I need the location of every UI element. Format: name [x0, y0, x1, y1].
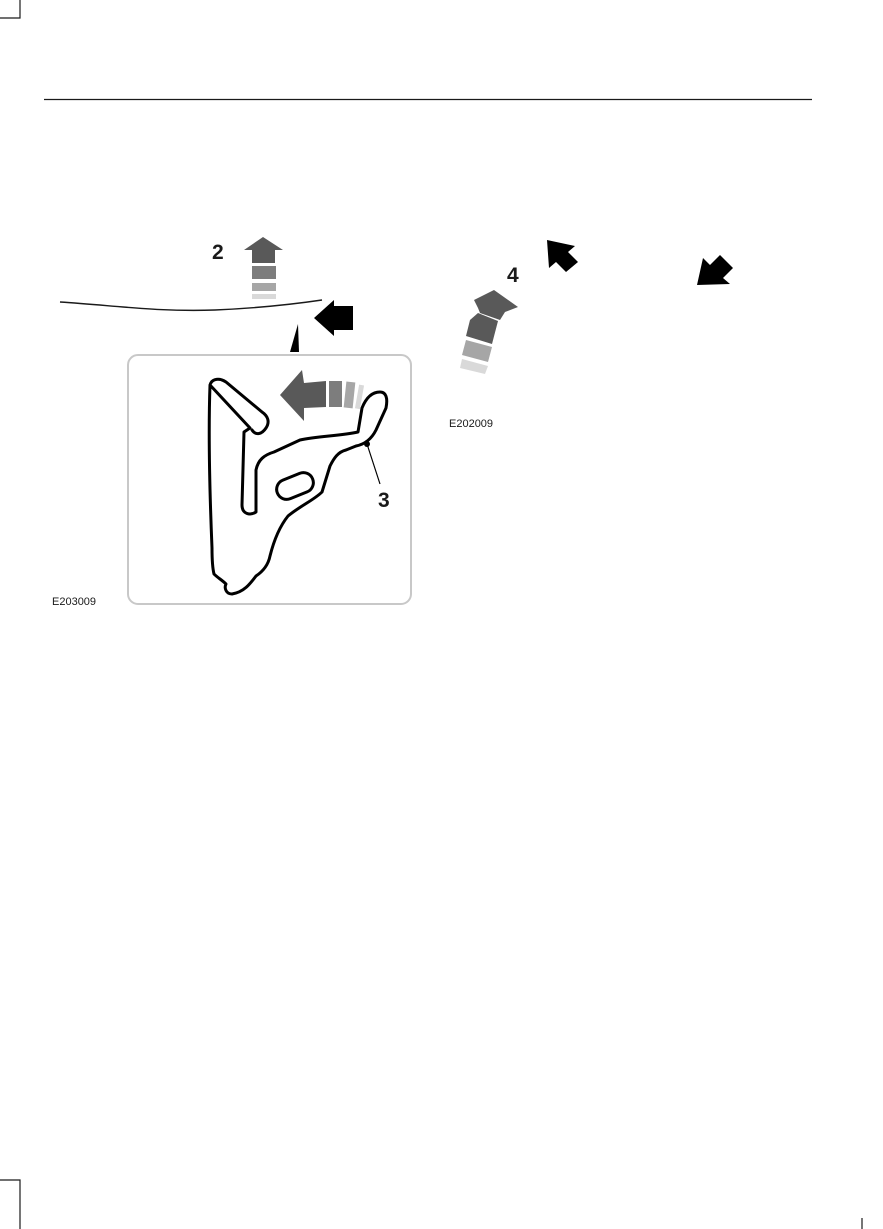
figure-code-left: E203009 [52, 597, 96, 608]
crop-marks [0, 0, 862, 1229]
figure-code-right: E202009 [449, 419, 493, 430]
callout-4: 4 [507, 265, 519, 286]
callout-3: 3 [378, 490, 390, 511]
hood-edge-line [60, 300, 322, 310]
figure-right-illustration [460, 240, 733, 374]
push-arrow-small-icon [547, 240, 578, 272]
curved-arrow-up-icon [460, 290, 518, 374]
inset-frame [128, 355, 411, 604]
push-arrow-right-icon [697, 255, 733, 285]
callout-2: 2 [212, 242, 224, 263]
pointer-wedge [290, 324, 299, 352]
push-arrow-icon [314, 300, 353, 336]
arrow-up-icon [244, 237, 283, 299]
figure-left-illustration [60, 237, 411, 604]
